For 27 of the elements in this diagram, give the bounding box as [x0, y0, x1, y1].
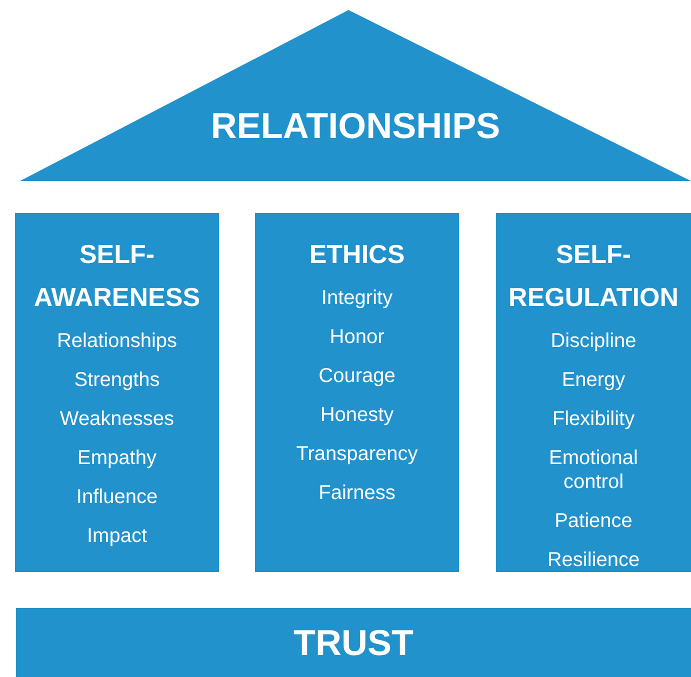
- value-item: Influence: [75, 484, 159, 508]
- value-item: Honesty: [319, 402, 395, 426]
- value-item: Honor: [328, 324, 386, 348]
- value-item: Emotional control: [548, 446, 639, 494]
- value-item: Fairness: [318, 480, 396, 504]
- pillar-panel: [255, 213, 459, 572]
- value-item: Flexibility: [551, 406, 636, 430]
- value-item: Weaknesses: [58, 406, 176, 430]
- value-item: Transparency: [295, 442, 419, 466]
- value-item: Resilience: [546, 548, 641, 572]
- pillar-panel: [496, 213, 691, 572]
- value-item: Empathy: [76, 446, 158, 470]
- pillar-heading: SELF- REGULATION: [508, 238, 678, 314]
- foundation-bar: [16, 608, 691, 677]
- value-item: Energy: [560, 368, 626, 392]
- value-item: Patience: [554, 508, 634, 532]
- foundation-title: TRUST: [294, 624, 414, 660]
- pillar-heading: ETHICS: [308, 238, 406, 271]
- value-item: Discipline: [550, 328, 638, 352]
- value-item: Integrity: [320, 286, 394, 310]
- value-item: Impact: [86, 524, 148, 548]
- value-item: Courage: [318, 364, 396, 388]
- roof-title: RELATIONSHIPS: [210, 108, 500, 144]
- value-item: Strengths: [73, 368, 161, 392]
- value-item: Relationships: [56, 328, 178, 352]
- pillar-heading: SELF- AWARENESS: [32, 238, 202, 314]
- pillar-panel: [15, 213, 219, 572]
